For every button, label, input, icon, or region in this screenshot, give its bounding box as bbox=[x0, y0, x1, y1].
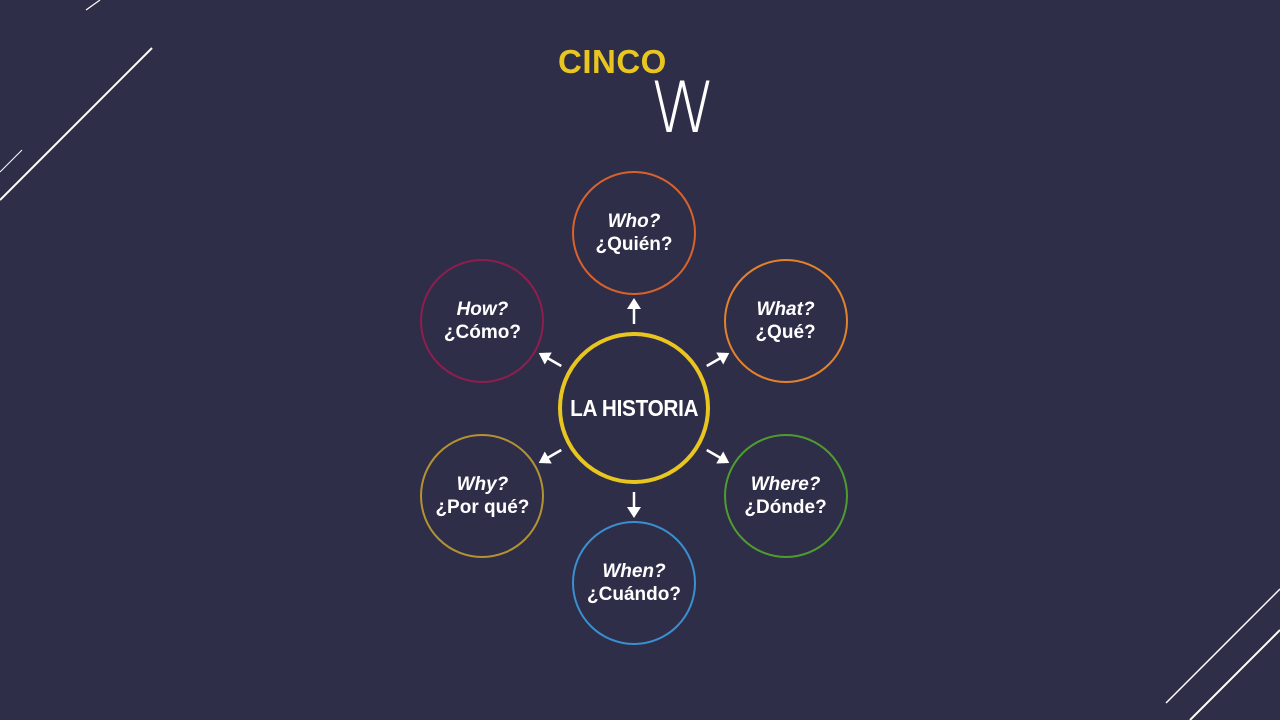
arrow-where bbox=[706, 448, 730, 464]
deco-line bbox=[85, 0, 101, 11]
center-node-la-historia: LA HISTORIA bbox=[558, 332, 710, 484]
node-what-es: ¿Qué? bbox=[755, 321, 816, 343]
node-why-en: Why? bbox=[456, 473, 509, 495]
deco-line bbox=[0, 149, 23, 173]
center-label: LA HISTORIA bbox=[569, 394, 699, 421]
node-who-es: ¿Quién? bbox=[595, 234, 673, 255]
title-cinco: CINCO bbox=[558, 43, 667, 80]
deco-line bbox=[1165, 588, 1280, 704]
node-how-es: ¿Cómo? bbox=[443, 321, 521, 343]
node-who-en: Who? bbox=[607, 211, 661, 232]
node-how-en: How? bbox=[456, 298, 509, 320]
arrow-when bbox=[627, 492, 641, 518]
arrow-what bbox=[706, 352, 730, 368]
node-when: When?¿Cuándo? bbox=[572, 521, 696, 645]
node-where-es: ¿Dónde? bbox=[744, 496, 827, 518]
arrow-how bbox=[538, 352, 562, 368]
node-when-es: ¿Cuándo? bbox=[587, 584, 681, 605]
node-when-en: When? bbox=[602, 561, 666, 582]
node-where: Where?¿Dónde? bbox=[723, 433, 848, 558]
node-who: Who?¿Quién? bbox=[572, 171, 696, 295]
node-how: How?¿Cómo? bbox=[420, 258, 545, 383]
node-where-en: Where? bbox=[750, 473, 821, 495]
arrow-who bbox=[627, 298, 641, 324]
node-why: Why?¿Por qué? bbox=[420, 433, 545, 558]
node-what-en: What? bbox=[756, 298, 815, 320]
deco-line bbox=[1189, 629, 1280, 720]
deco-line bbox=[0, 47, 153, 201]
node-why-es: ¿Por qué? bbox=[435, 496, 530, 518]
arrow-why bbox=[538, 448, 562, 464]
node-what: What?¿Qué? bbox=[723, 258, 848, 383]
title-w: W bbox=[650, 67, 716, 149]
